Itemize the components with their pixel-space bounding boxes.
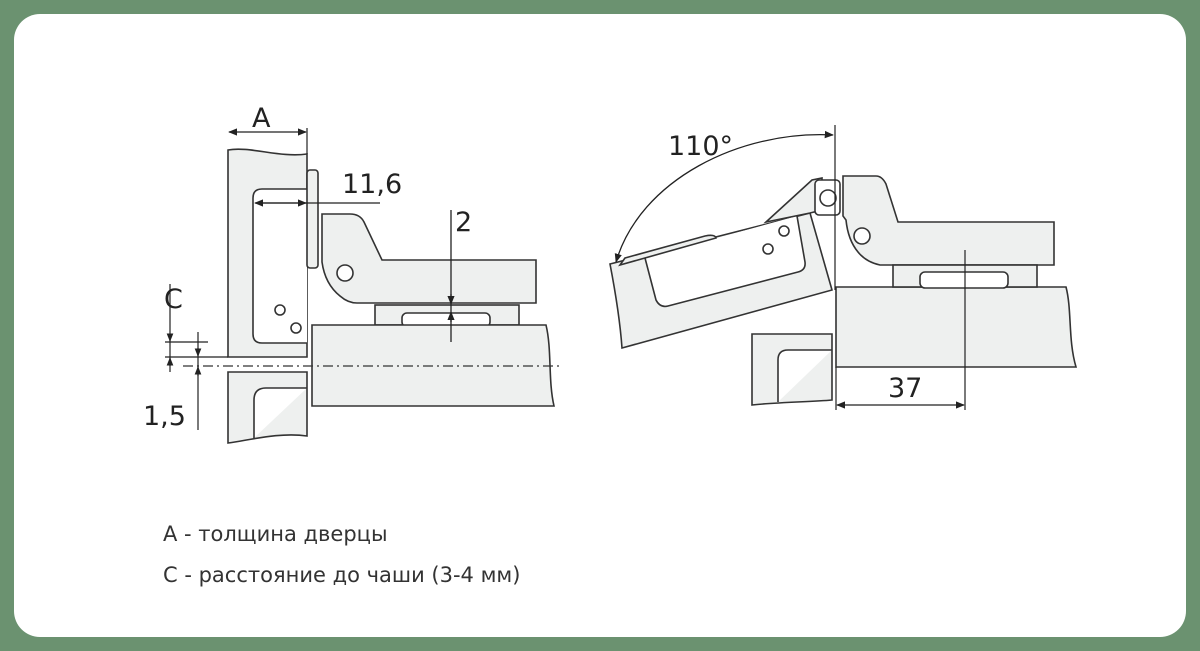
dim-37-label: 37 [888, 373, 922, 404]
door-cup-recess [252, 188, 307, 344]
dim-a-label: A [252, 103, 271, 134]
angle-label: 110° [668, 131, 733, 162]
dim-1-5-label: 1,5 [143, 401, 186, 432]
hinge-pivot [853, 227, 871, 245]
cabinet-lower-recess [777, 349, 832, 402]
legend-item-a: A - толщина дверцы [163, 522, 388, 546]
cabinet-side-panel [835, 286, 1078, 368]
screw-hole [290, 322, 302, 334]
hinge-pivot [336, 264, 354, 282]
hinge-cup-flange [306, 169, 319, 269]
hinge-pivot [819, 189, 837, 207]
open-hinge-view: 110° 37 [609, 125, 1078, 410]
door-lower-recess [253, 387, 307, 438]
dim-2-label: 2 [455, 207, 472, 238]
mounting-plate-slot [919, 271, 1009, 289]
closed-hinge-view: A 11,6 2 C 1,5 [143, 103, 562, 444]
angle-arc [614, 130, 834, 263]
hinge-arm [321, 213, 537, 304]
legend-item-c: C - расстояние до чаши (3-4 мм) [163, 563, 521, 587]
hinge-link-arm [763, 177, 823, 224]
dim-11-6-label: 11,6 [342, 169, 402, 200]
screw-hole [274, 304, 286, 316]
dim-c-label: C [164, 284, 183, 315]
hinge-arm [842, 175, 1055, 266]
